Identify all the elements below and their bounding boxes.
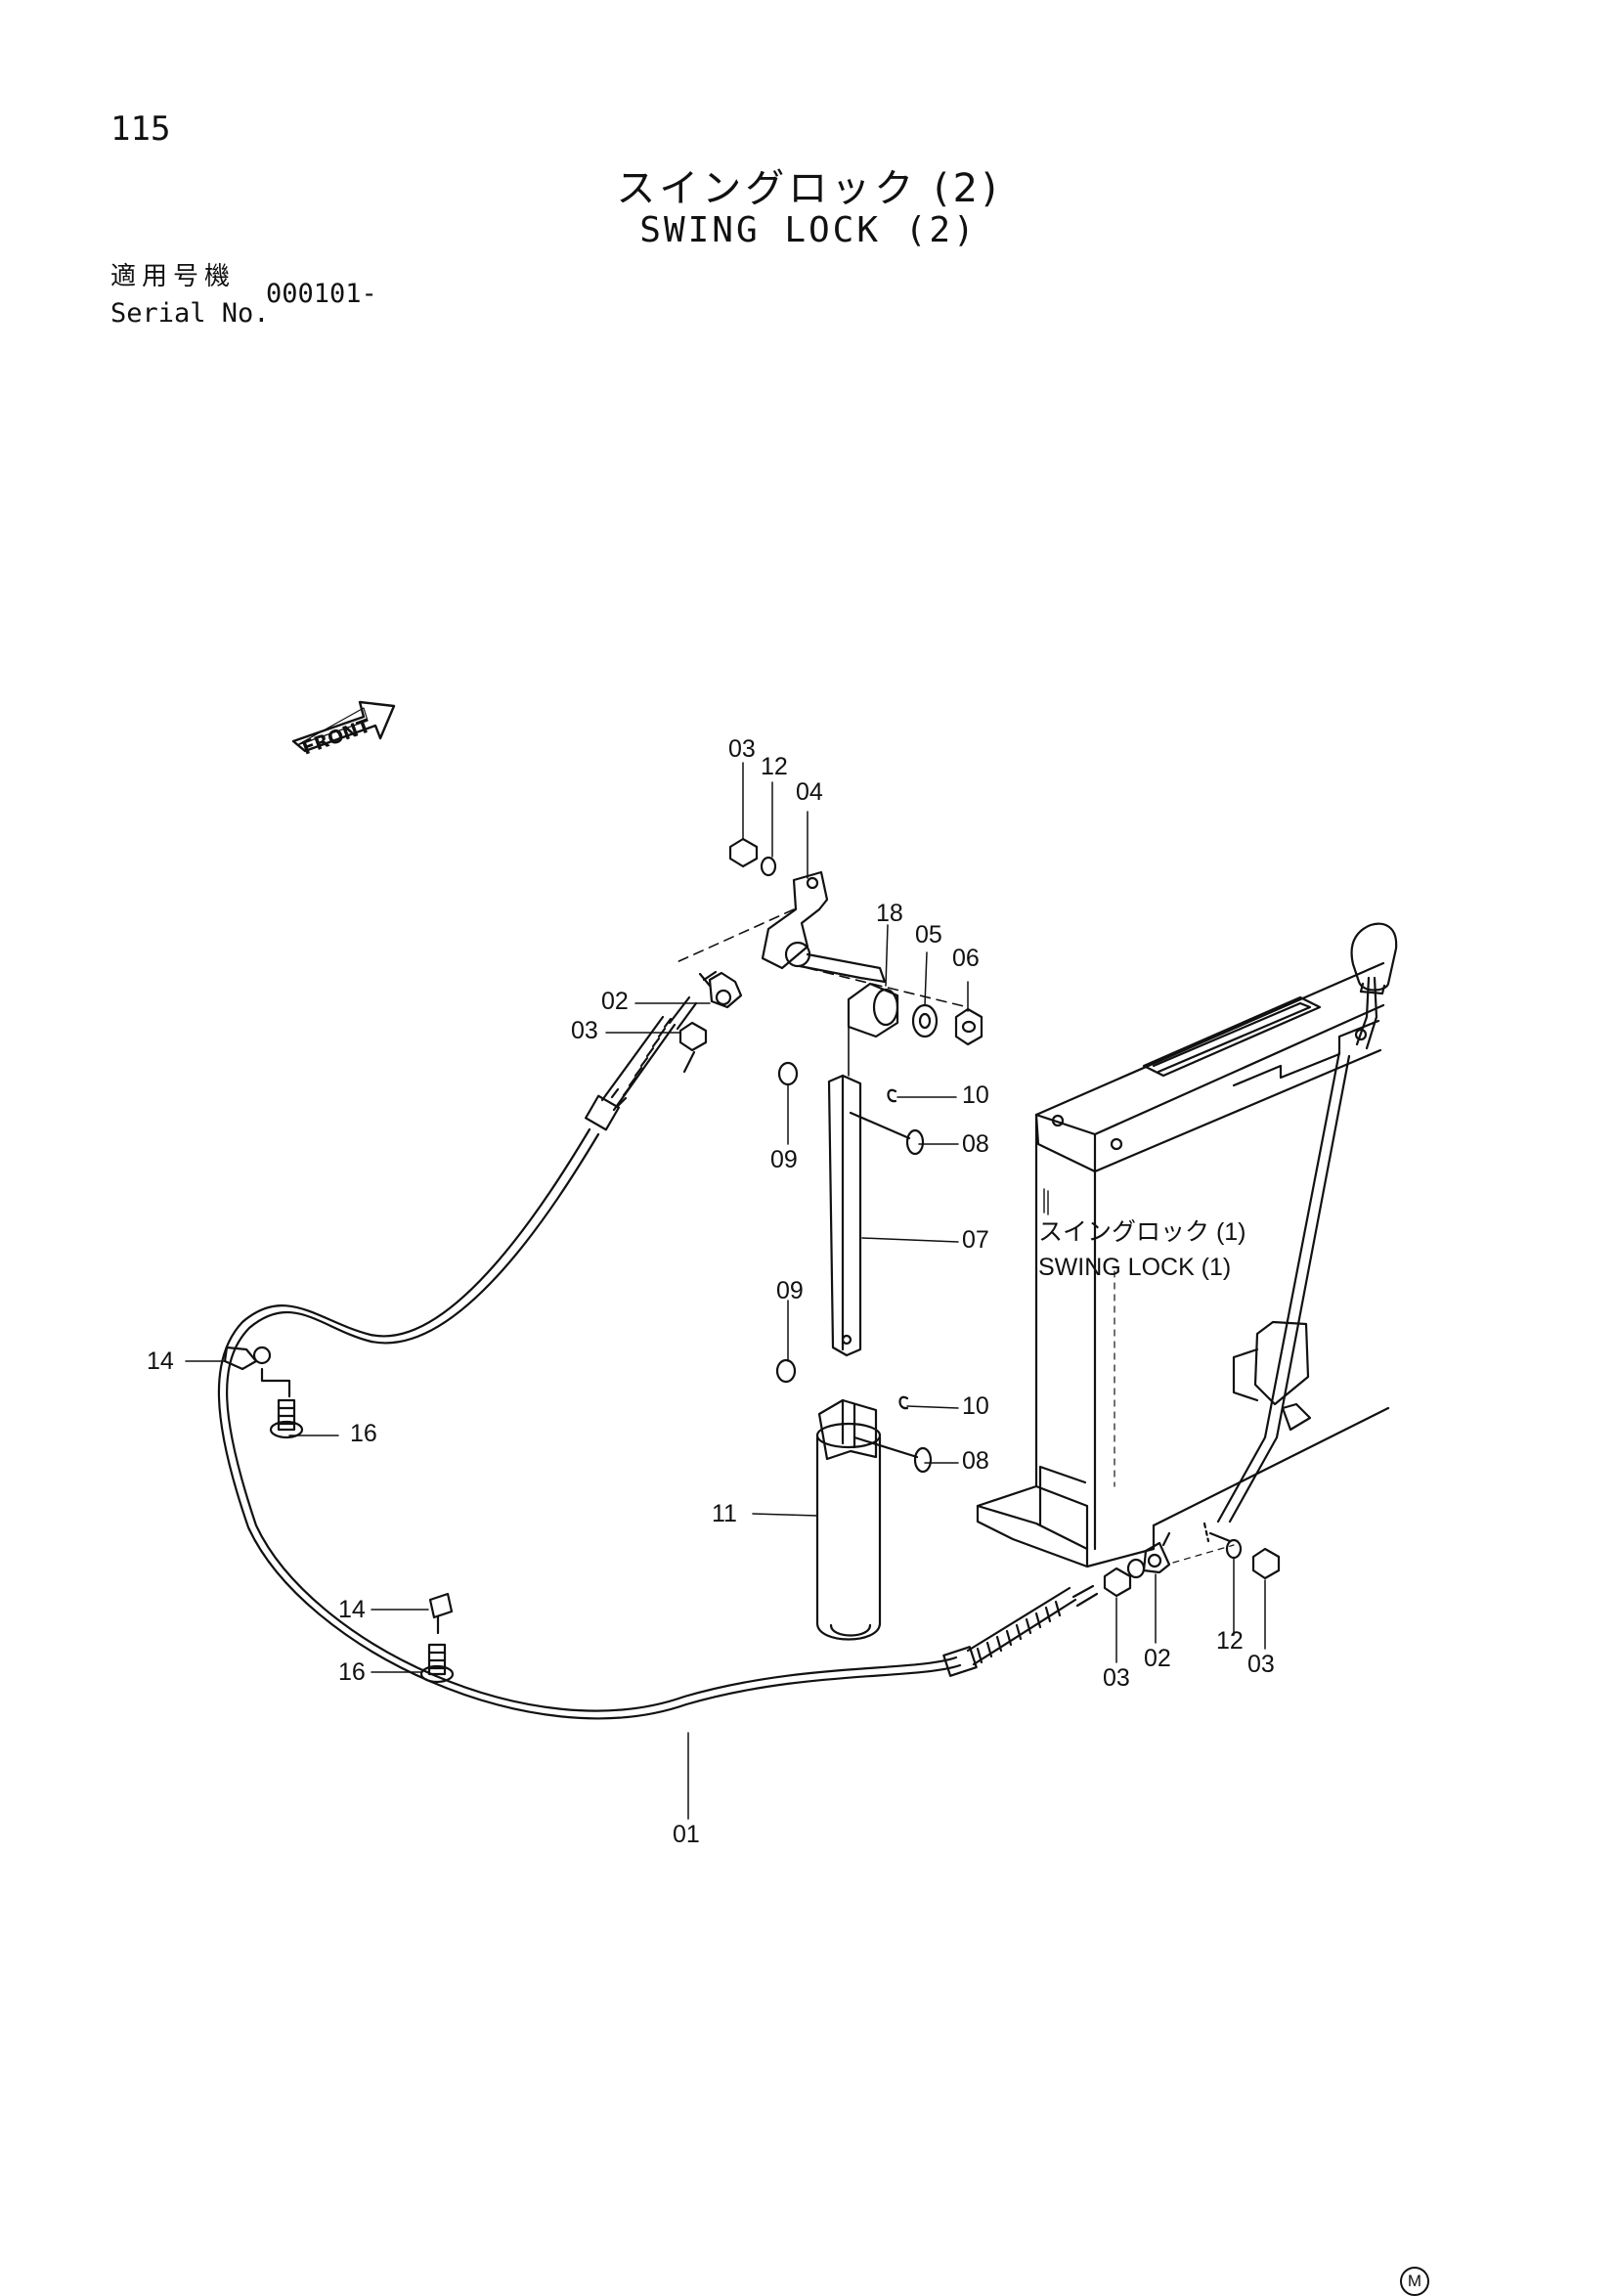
page-number: 115 bbox=[110, 110, 171, 149]
page-title-english: SWING LOCK (2) bbox=[639, 210, 978, 250]
callout-08-bottom: 08 bbox=[962, 1447, 989, 1475]
front-arrow-icon: FRONT bbox=[291, 700, 396, 760]
callout-02-right: 02 bbox=[1144, 1645, 1171, 1672]
serial-number-value: 000101- bbox=[266, 279, 377, 309]
bushing-and-nut bbox=[807, 967, 983, 1046]
callout-06: 06 bbox=[952, 945, 980, 972]
callout-03-right: 03 bbox=[1247, 1651, 1275, 1678]
callout-10-top: 10 bbox=[962, 1082, 989, 1109]
lock-lever bbox=[1202, 922, 1398, 1543]
callout-09-top: 09 bbox=[770, 1146, 798, 1173]
serial-label-japanese: 適用号機 bbox=[110, 262, 237, 291]
callout-03-top: 03 bbox=[728, 735, 756, 763]
callout-03-mid: 03 bbox=[1103, 1664, 1130, 1692]
page-title-japanese: スイングロック (2) bbox=[616, 166, 1001, 211]
flange-bolt-bottom bbox=[419, 1643, 455, 1684]
lock-rod bbox=[775, 998, 925, 1384]
leader-lines bbox=[185, 762, 1266, 1820]
callout-10-bottom: 10 bbox=[962, 1392, 989, 1420]
callout-12-top: 12 bbox=[761, 753, 788, 780]
callout-11: 11 bbox=[712, 1500, 737, 1527]
callout-07: 07 bbox=[962, 1226, 989, 1254]
cable-clamp-bottom bbox=[428, 1592, 454, 1635]
callout-02-top: 02 bbox=[601, 988, 629, 1015]
control-box bbox=[976, 961, 1390, 1568]
callout-05: 05 bbox=[915, 921, 942, 949]
callout-01: 01 bbox=[673, 1821, 700, 1848]
reference-label-english: SWING LOCK (1) bbox=[1038, 1254, 1231, 1281]
callout-04: 04 bbox=[796, 778, 823, 806]
callout-08-top: 08 bbox=[962, 1130, 989, 1158]
serial-label-english: Serial No. bbox=[110, 298, 270, 329]
callout-18: 18 bbox=[876, 900, 903, 927]
callout-16-top: 16 bbox=[350, 1420, 377, 1447]
reference-label-japanese: スイングロック (1) bbox=[1038, 1218, 1246, 1246]
flange-bolt-top bbox=[269, 1398, 304, 1439]
manual-mark-icon: M bbox=[1400, 2267, 1429, 2296]
callout-12-right: 12 bbox=[1216, 1627, 1244, 1655]
front-label: FRONT bbox=[299, 715, 373, 760]
right-linkage bbox=[1103, 1531, 1281, 1598]
top-linkage bbox=[674, 837, 887, 1074]
cable-assembly bbox=[217, 995, 1099, 1720]
lock-cylinder bbox=[815, 1395, 933, 1641]
callout-14-top: 14 bbox=[147, 1347, 174, 1375]
callout-16-bottom: 16 bbox=[338, 1658, 366, 1686]
callout-09-bottom: 09 bbox=[776, 1277, 804, 1304]
callout-03-left: 03 bbox=[571, 1017, 598, 1044]
callout-14-bottom: 14 bbox=[338, 1596, 366, 1623]
cable-clamp-top bbox=[223, 1346, 291, 1398]
